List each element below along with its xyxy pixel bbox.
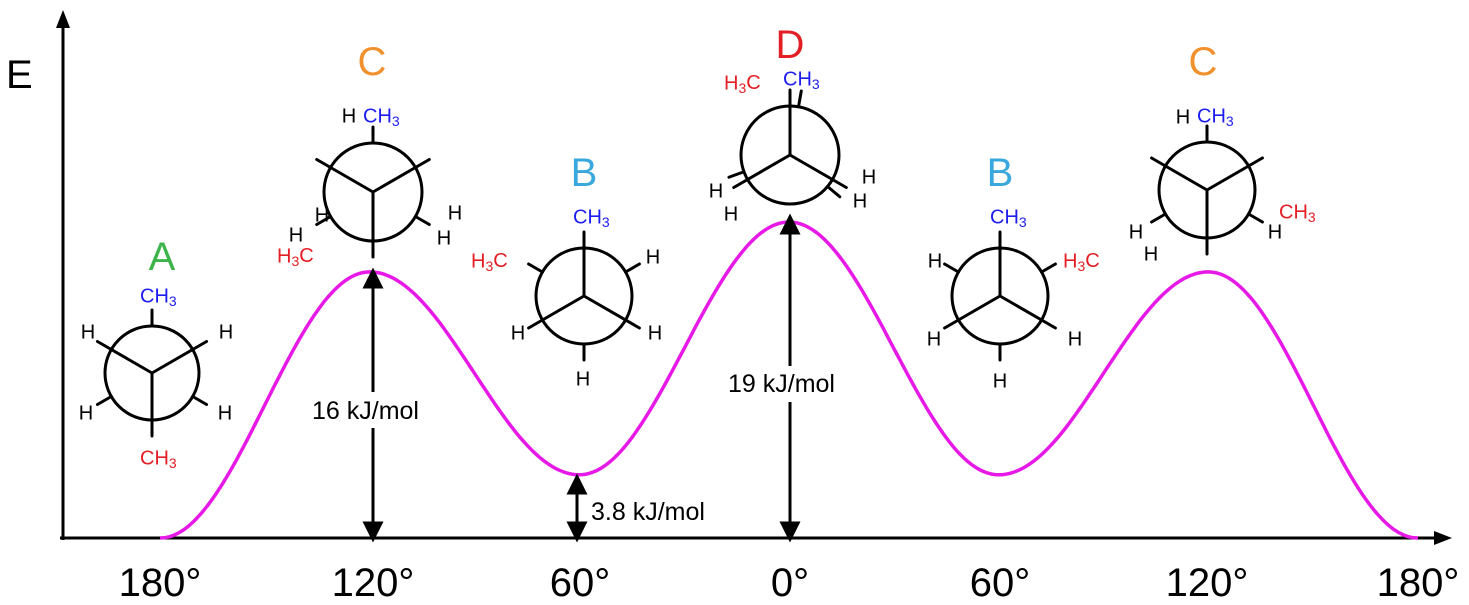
hydrogen-label: H (511, 322, 525, 344)
front-bond (95, 340, 154, 375)
x-tick-labels: 180° 120° 60° 0° 60° 120° 180° (119, 561, 1460, 605)
hydrogen-label: H (79, 402, 93, 424)
hydrogen-label: H (928, 250, 942, 272)
hydrogen-label: H (993, 370, 1007, 392)
methyl-label: CH3 (1197, 105, 1234, 128)
front-bond (371, 158, 431, 194)
hydrogen-label: H (218, 402, 232, 424)
back-bond (1247, 212, 1264, 224)
hydrogen-label: H (709, 180, 723, 202)
front-bond (527, 294, 586, 330)
hydrogen-label: H (448, 202, 462, 224)
annotation-backdrop (725, 366, 875, 402)
back-bond (95, 395, 113, 406)
hydrogen-label: H (724, 203, 738, 225)
methyl-label: H3C (471, 250, 508, 273)
methyl-label: CH3 (140, 447, 177, 470)
conformer-letter-b: B (571, 151, 598, 195)
hydrogen-label: H (1129, 221, 1143, 243)
energy-annotation: 3.8 kJ/mol (591, 498, 705, 526)
hydrogen-label: H (219, 321, 233, 343)
front-bond (150, 340, 209, 375)
back-bond (826, 184, 842, 199)
hydrogen-label: H (927, 328, 941, 350)
conformer-letter-a: A (149, 235, 176, 279)
hydrogen-label: H (853, 190, 867, 212)
front-bond (315, 158, 375, 194)
methyl-label: CH3 (1279, 201, 1316, 224)
y-axis-label: E (6, 53, 33, 97)
x-tick-label: 120° (1166, 561, 1249, 605)
back-bond (413, 215, 431, 226)
hydrogen-label: H (342, 105, 356, 127)
front-bond (582, 294, 641, 330)
front-bond (1205, 156, 1264, 192)
back-bond (1040, 262, 1057, 274)
methyl-label: CH3 (783, 68, 820, 91)
energy-annotation: 19 kJ/mol (728, 370, 835, 398)
hydrogen-label: H (437, 227, 451, 249)
methyl-label: CH3 (990, 206, 1027, 229)
annotation-backdrop (308, 392, 468, 428)
conformer-letter-c: C (1189, 40, 1218, 84)
conformer-letter-d: D (776, 23, 805, 67)
methyl-label: H3C (1063, 250, 1100, 273)
back-bond (797, 89, 803, 109)
hydrogen-label: H (576, 368, 590, 390)
hydrogen-label: H (1176, 106, 1190, 128)
x-tick-label: 60° (550, 561, 611, 605)
back-bond (527, 262, 544, 274)
energy-annotation: 16 kJ/mol (312, 397, 419, 425)
methyl-label: H3C (724, 72, 761, 95)
methyl-label: H3C (277, 245, 314, 268)
hydrogen-label: H (315, 204, 329, 226)
hydrogen-label: H (648, 322, 662, 344)
hydrogen-label: H (1068, 328, 1082, 350)
x-tick-label: 180° (1377, 561, 1460, 605)
back-bond (943, 262, 960, 274)
front-bond (1150, 156, 1209, 192)
conformer-letter-b: B (987, 151, 1014, 195)
x-tick-label: 0° (771, 561, 809, 605)
front-bond (998, 294, 1057, 330)
x-tick-label: 120° (332, 561, 415, 605)
x-tick-label: 60° (970, 561, 1031, 605)
hydrogen-label: H (1268, 221, 1282, 243)
y-axis-arrowhead (56, 10, 70, 28)
back-bond (315, 215, 333, 226)
front-bond (732, 153, 792, 189)
front-bond (943, 294, 1002, 330)
hydrogen-label: H (1144, 243, 1158, 265)
methyl-label: CH3 (363, 105, 400, 128)
conformer-letter-c: C (358, 40, 387, 84)
back-bond (1150, 212, 1167, 224)
hydrogen-label: H (862, 166, 876, 188)
front-bond (788, 153, 848, 189)
methyl-label: CH3 (140, 285, 177, 308)
back-bond (624, 262, 641, 274)
x-axis-arrowhead (1434, 531, 1452, 545)
back-bond (191, 395, 209, 406)
x-tick-label: 180° (119, 561, 202, 605)
hydrogen-label: H (81, 321, 95, 343)
back-bond (727, 170, 746, 179)
hydrogen-label: H (646, 246, 660, 268)
methyl-label: CH3 (573, 206, 610, 229)
hydrogen-label: H (289, 224, 303, 246)
